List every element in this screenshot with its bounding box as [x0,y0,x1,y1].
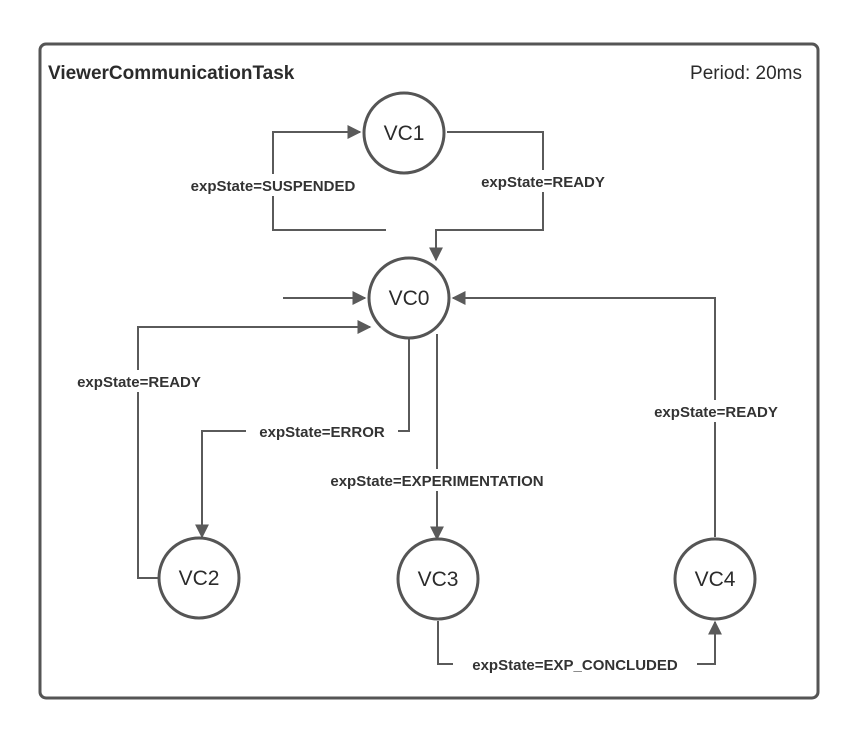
state-vc2-label: VC2 [179,567,220,590]
state-vc2: VC2 [157,536,241,620]
state-vc3-label: VC3 [418,568,459,591]
edge-vc2-to-vc0 [137,320,372,579]
state-vc0: VC0 [367,256,451,340]
label-vc1-to-vc0: expState=READY [481,174,605,191]
period-label: Period: 20ms [690,63,802,84]
state-vc1: VC1 [362,91,446,175]
state-vc4-label: VC4 [695,568,736,591]
label-vc2-to-vc0: expState=READY [77,374,201,391]
label-vc0-to-vc3: expState=EXPERIMENTATION [330,473,543,490]
label-vc3-to-vc4: expState=EXP_CONCLUDED [472,657,678,674]
label-vc0-to-vc1: expState=SUSPENDED [191,178,356,195]
task-title: ViewerCommunicationTask [48,63,295,84]
state-vc4: VC4 [673,537,757,621]
label-vc4-to-vc0: expState=READY [654,404,778,421]
edge-vc1-to-vc0 [429,131,544,262]
label-vc0-to-vc2: expState=ERROR [259,424,385,441]
state-vc3: VC3 [396,537,480,621]
state-vc1-label: VC1 [384,122,425,145]
task-frame [38,42,820,700]
edge-vc0-to-vc1 [272,125,386,231]
edge-vc4-to-vc0 [451,291,716,537]
state-vc0-label: VC0 [389,287,430,310]
